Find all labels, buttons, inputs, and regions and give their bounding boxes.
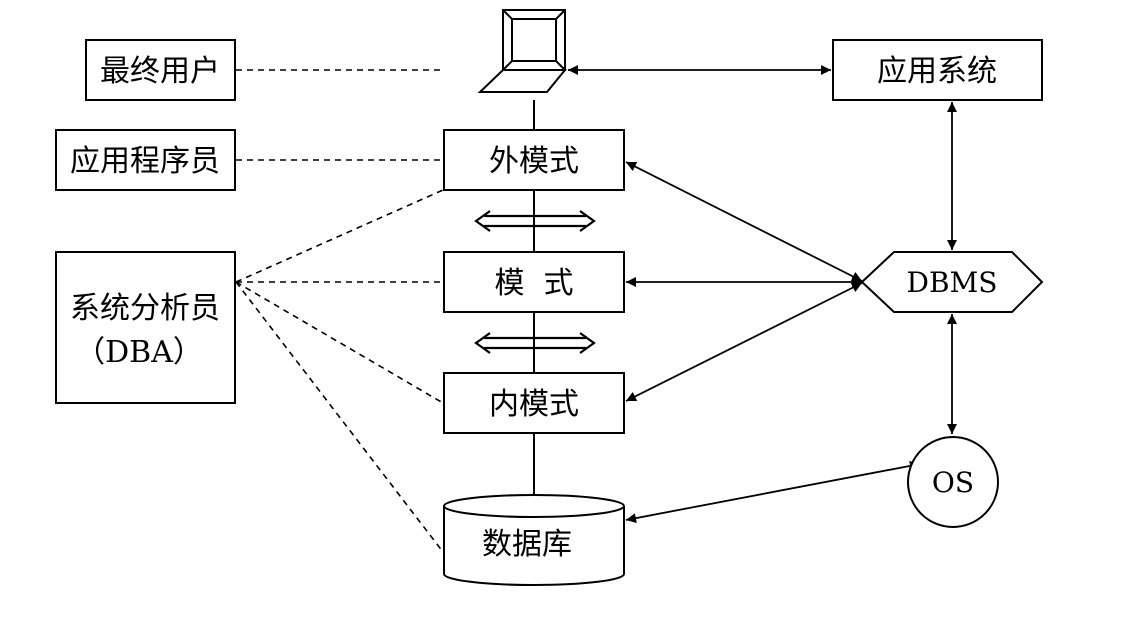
arrow-internal-dbms <box>625 282 863 402</box>
conceptual-schema-box: 模 式 <box>443 251 625 313</box>
arrow-database-os <box>625 460 921 524</box>
database-cylinder: 数据库 <box>443 494 625 586</box>
internal-schema-label: 内模式 <box>489 387 579 422</box>
app-system-box: 应用系统 <box>832 39 1043 101</box>
analyst-label: 系统分析员 <box>70 291 220 326</box>
analyst-box: 系统分析员 （DBA） <box>55 251 236 404</box>
database-label: 数据库 <box>482 527 572 562</box>
mapping-arrow-conceptual-internal <box>474 332 596 354</box>
os-circle: OS <box>907 436 999 528</box>
app-programmer-box: 应用程序员 <box>55 129 236 191</box>
external-schema-label: 外模式 <box>489 144 579 179</box>
os-label: OS <box>932 466 974 499</box>
dba-label: （DBA） <box>75 335 203 370</box>
end-user-label: 最终用户 <box>100 54 220 89</box>
conceptual-schema-label: 模 式 <box>494 266 573 301</box>
external-schema-box: 外模式 <box>443 129 625 191</box>
internal-schema-box: 内模式 <box>443 372 625 434</box>
dbms-hexagon: DBMS <box>860 251 1044 313</box>
dbms-label: DBMS <box>907 266 998 299</box>
app-programmer-label: 应用程序员 <box>70 144 220 179</box>
arrow-external-dbms <box>625 161 863 282</box>
end-user-box: 最终用户 <box>85 39 236 101</box>
mapping-arrow-external-conceptual <box>474 210 596 232</box>
system-connections <box>568 65 957 524</box>
role-connections <box>235 69 445 553</box>
app-system-label: 应用系统 <box>877 54 997 89</box>
computer-icon <box>477 9 568 93</box>
